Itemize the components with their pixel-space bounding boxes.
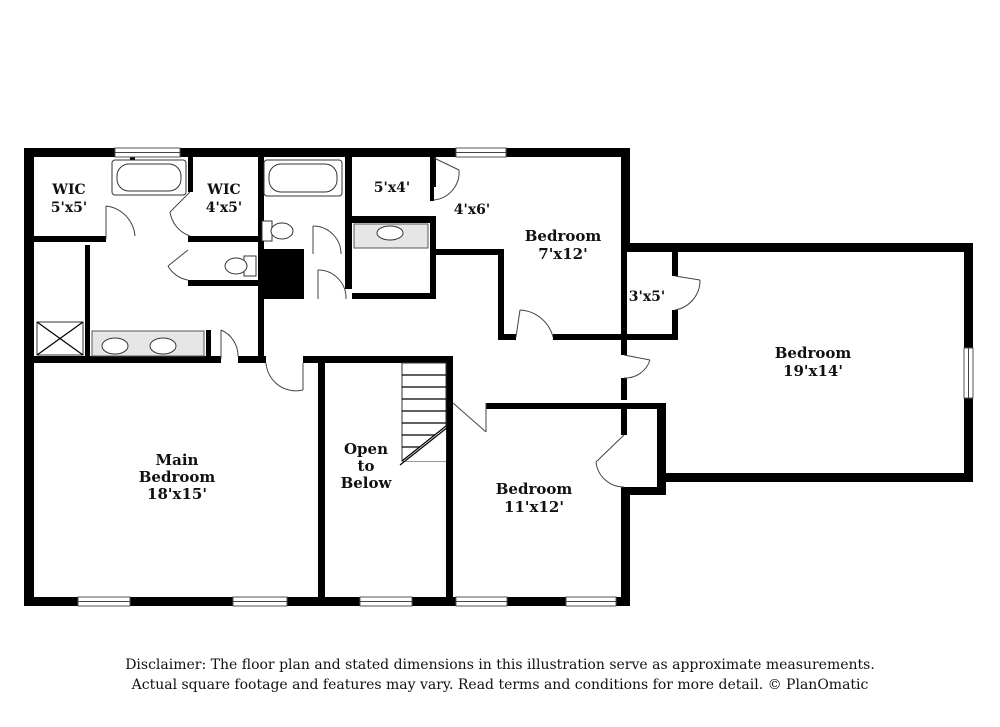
bedroom-top-dims: 7'x12': [538, 245, 587, 263]
open-to-below-line3: Below: [341, 474, 393, 492]
open-to-below-line1: Open: [344, 440, 388, 458]
disclaimer-line1: Disclaimer: The floor plan and stated di…: [125, 657, 875, 673]
interior-walls: [34, 157, 678, 602]
room-labels: WIC 5'x5' WIC 4'x5' 5'x4' 4'x6' Bedroom …: [51, 180, 852, 516]
main-bedroom-line1: Main: [156, 451, 199, 469]
closet-5x4-dims: 5'x4': [374, 180, 410, 196]
bedroom-right-dims: 19'x14': [783, 362, 843, 380]
bedroom-bottom-dims: 11'x12': [504, 498, 564, 516]
stairs: [399, 362, 449, 466]
closet-3x5-dims: 3'x5': [629, 289, 665, 305]
wic-left-dims: 5'x5': [51, 200, 87, 216]
fixtures: [36, 159, 429, 357]
disclaimer: Disclaimer: The floor plan and stated di…: [0, 655, 1000, 695]
wic-right-dims: 4'x5': [206, 200, 242, 216]
windows: [77, 147, 974, 607]
doors: [105, 157, 701, 488]
wic-left-name: WIC: [51, 182, 85, 198]
open-to-below-line2: to: [358, 457, 375, 475]
main-bedroom-dims: 18'x15': [147, 485, 207, 503]
bedroom-bottom-name: Bedroom: [496, 480, 573, 498]
disclaimer-line2: Actual square footage and features may v…: [131, 677, 869, 693]
wic-right-name: WIC: [206, 182, 240, 198]
closet-4x6-dims: 4'x6': [454, 202, 490, 218]
main-bedroom-line2: Bedroom: [139, 468, 216, 486]
bedroom-right-name: Bedroom: [775, 344, 852, 362]
bedroom-top-name: Bedroom: [525, 227, 602, 245]
